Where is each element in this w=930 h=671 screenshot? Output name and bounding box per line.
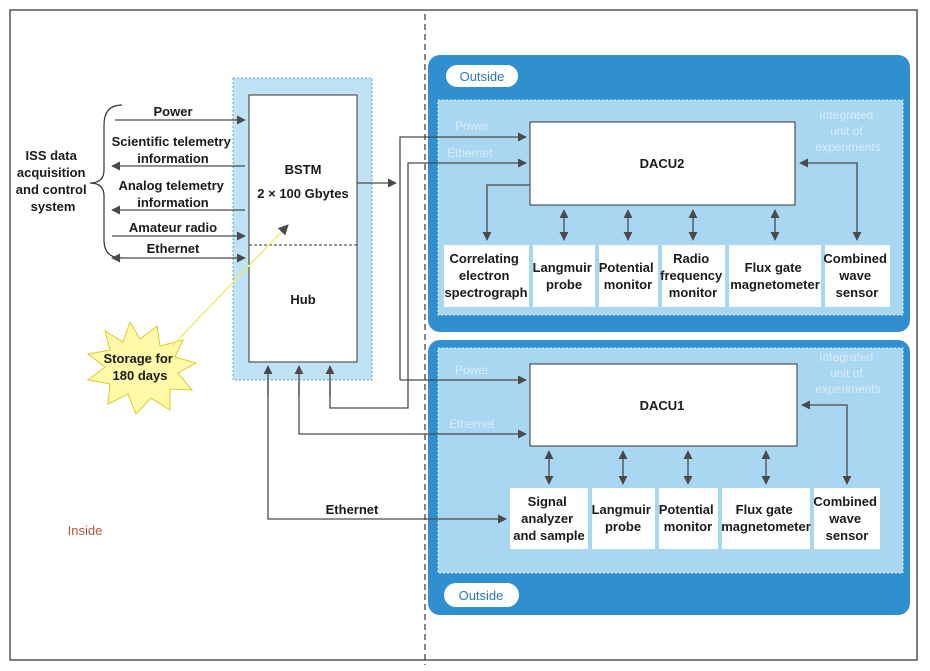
- ethernet-line-dacu2: [329, 158, 527, 409]
- signal-brace: [89, 104, 123, 259]
- outside-pill-bottom: [444, 583, 519, 607]
- instrument-label: Flux gate magnetometer: [730, 260, 820, 292]
- connector: [482, 184, 530, 241]
- dacu2-title: DACU2: [640, 156, 685, 171]
- ethernet-line-dacu1: [298, 381, 527, 439]
- dacu1-instruments: [510, 488, 880, 549]
- connector: [801, 400, 852, 485]
- storage-pointer: [171, 224, 289, 347]
- ethernet-label-top: Ethernet: [447, 146, 493, 160]
- bottom-ethernet-label: Ethernet: [326, 502, 379, 517]
- dacu1-title: DACU1: [640, 398, 685, 413]
- instrument-box: [662, 245, 725, 307]
- unit-label-bottom: Integrated unit of experiments: [815, 350, 880, 396]
- outside-pill-top: [446, 65, 518, 87]
- dacu2-connectors: [482, 158, 862, 241]
- instrument-label: Potential monitor: [599, 260, 658, 292]
- instrument-label: Potential monitor: [659, 502, 718, 534]
- power-signal-label: Power: [153, 104, 192, 119]
- dacu1-connectors: [544, 400, 852, 485]
- instrument-label: Signal analyzer and sample: [513, 494, 585, 543]
- ethernet-line-bottom: [267, 381, 507, 524]
- hub-label: Hub: [290, 292, 315, 307]
- instrument-label: Radio frequency monitor: [660, 251, 726, 300]
- amateur-radio-label: Amateur radio: [129, 220, 217, 235]
- bstm-wiring: [267, 132, 527, 524]
- dacu2-instruments: [444, 245, 890, 307]
- instrument-label: Flux gate magnetometer: [721, 502, 811, 534]
- instrument-box: [814, 488, 880, 549]
- bstm-box: [248, 94, 358, 363]
- ethernet-label-bottom: Ethernet: [449, 417, 495, 431]
- instrument-label: Combined wave sensor: [823, 251, 890, 300]
- dacu2-box: [529, 121, 796, 206]
- storage-label: Storage for 180 days: [104, 351, 177, 383]
- instrument-box: [592, 488, 655, 549]
- instrument-label: Combined wave sensor: [813, 494, 880, 543]
- instrument-box: [659, 488, 718, 549]
- instrument-box: [729, 245, 821, 307]
- power-line-dacu2: [399, 132, 527, 380]
- instrument-box: [510, 488, 588, 549]
- power-label-top: Power: [455, 119, 489, 133]
- dacu1-box: [529, 363, 798, 447]
- instrument-box: [444, 245, 529, 307]
- ethernet-signal-label: Ethernet: [147, 241, 200, 256]
- instrument-box: [599, 245, 658, 307]
- instrument-label: Langmuir probe: [592, 502, 655, 534]
- unit-label-top: Integrated unit of experiments: [815, 108, 880, 154]
- instrument-box: [533, 245, 595, 307]
- instrument-box: [825, 245, 890, 307]
- outside-label-bottom: Outside: [459, 588, 504, 603]
- sci-telemetry-label: Scientific telemetry information: [112, 134, 235, 166]
- bstm-up-arrows: [263, 365, 335, 395]
- bstm-title: BSTM: [285, 162, 322, 177]
- power-label-bottom: Power: [455, 363, 489, 377]
- connector: [799, 158, 862, 241]
- iss-system-label: ISS data acquisition and control system: [16, 148, 90, 214]
- signal-lines: [111, 115, 246, 263]
- instrument-label: Langmuir probe: [533, 260, 596, 292]
- inside-label: Inside: [68, 523, 103, 538]
- outside-label-top: Outside: [460, 69, 505, 84]
- bstm-capacity: 2 × 100 Gbytes: [257, 186, 348, 201]
- analog-telemetry-label: Analog telemetry information: [118, 178, 227, 210]
- instrument-label: Correlating electron spectrograph: [444, 251, 527, 300]
- instrument-box: [722, 488, 810, 549]
